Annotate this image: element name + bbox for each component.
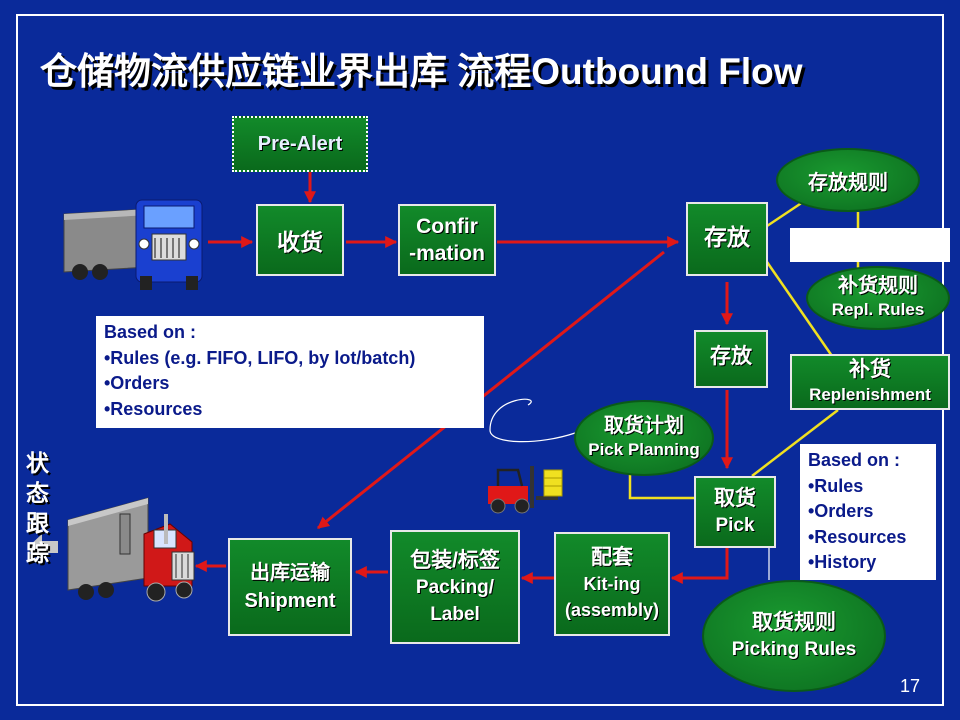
- forklift-icon: [488, 466, 563, 514]
- node-replenishment-line-1: 补货: [849, 358, 891, 381]
- note-left-based-on: Based on : •Rules (e.g. FIFO, LIFO, by l…: [96, 316, 484, 428]
- note-left-line-1: Based on :: [104, 322, 197, 342]
- node-putaway-mid-label: 存放: [710, 345, 752, 368]
- connector-putaway-rules: [766, 198, 807, 228]
- node-packing-line-1: 包装/标签: [410, 548, 500, 572]
- node-kitting: 配套 Kit-ing (assembly): [554, 532, 670, 636]
- node-confirmation-line-2: -mation: [409, 242, 485, 265]
- status-tracking-label: 状 态 跟 踪: [26, 448, 90, 568]
- node-replenishment-line-2: Replenishment: [809, 385, 931, 404]
- status-tracking-line-1: 状 态: [26, 450, 55, 506]
- node-pre-alert-label: Pre-Alert: [257, 132, 343, 155]
- note-right-line-5: •History: [808, 552, 877, 572]
- connector-repl-pick: [751, 409, 839, 477]
- oval-pick-planning-line-1: 取货计划: [604, 415, 684, 437]
- inbound-truck-icon: [63, 199, 203, 290]
- connector-replenishment-line: [765, 261, 834, 357]
- page-number: 17: [899, 676, 920, 696]
- node-shipment-line-2: Shipment: [244, 590, 336, 612]
- status-arrow-icon: [28, 534, 58, 560]
- connector-pick-planning: [628, 474, 695, 500]
- note-left-line-3: •Orders: [104, 373, 170, 393]
- node-putaway-mid: 存放: [694, 330, 768, 388]
- oval-repl-rules-line-1: 补货规则: [838, 275, 918, 297]
- arrow-diagonal-cross-dock: [317, 250, 665, 530]
- oval-repl-rules: 补货规则 Repl. Rules: [806, 266, 950, 330]
- oval-picking-rules-line-2: Picking Rules: [731, 639, 857, 660]
- node-packing: 包装/标签 Packing/ Label: [390, 530, 520, 644]
- oval-repl-rules-line-2: Repl. Rules: [831, 300, 925, 319]
- node-replenishment: 补货 Replenishment: [790, 354, 950, 410]
- node-shipment: 出库运输 Shipment: [228, 538, 352, 636]
- node-putaway-top: 存放: [686, 202, 768, 276]
- node-kitting-line-2: Kit-ing: [583, 574, 641, 594]
- node-confirmation: Confir -mation: [398, 204, 496, 276]
- status-tracking-line-2: 跟 踪: [26, 510, 55, 566]
- node-pick-line-2: Pick: [715, 515, 755, 536]
- connector-note-curve: [489, 398, 576, 443]
- note-left-line-2: •Rules (e.g. FIFO, LIFO, by lot/batch): [104, 347, 416, 368]
- note-right-line-2: •Rules: [808, 475, 864, 496]
- page-title: 仓储物流供应链业界出库 流程Outbound Flow: [40, 51, 803, 92]
- node-receiving: 收货: [256, 204, 344, 276]
- note-right-line-1: Based on :: [808, 450, 901, 470]
- note-right-based-on: Based on : •Rules •Orders •Resources •Hi…: [800, 444, 936, 580]
- node-packing-line-2: Packing/: [415, 576, 495, 598]
- node-kitting-line-3: (assembly): [564, 600, 660, 620]
- node-putaway-top-label: 存放: [704, 224, 750, 250]
- oval-picking-rules-line-1: 取货规则: [752, 611, 836, 634]
- note-right-line-4: •Resources: [808, 526, 907, 547]
- oval-pick-planning: 取货计划 Pick Planning: [574, 400, 714, 476]
- note-right-line-3: •Orders: [808, 501, 874, 521]
- node-kitting-line-1: 配套: [591, 546, 633, 569]
- node-receiving-label: 收货: [277, 229, 323, 255]
- node-pick-line-1: 取货: [714, 487, 756, 510]
- node-pick: 取货 Pick: [694, 476, 776, 548]
- note-left-line-4: •Resources: [104, 398, 203, 419]
- arrow-pick-kitting: [670, 548, 729, 584]
- node-shipment-line-1: 出库运输: [250, 562, 330, 584]
- oval-picking-rules: 取货规则 Picking Rules: [702, 580, 886, 692]
- oval-pick-planning-line-2: Pick Planning: [588, 440, 700, 459]
- outbound-truck-icon: [67, 497, 195, 602]
- node-confirmation-line-1: Confir: [416, 215, 478, 238]
- blank-label-box: [790, 228, 950, 262]
- node-pre-alert: Pre-Alert: [232, 116, 368, 172]
- oval-putaway-rules-label: 存放规则: [808, 171, 888, 194]
- node-packing-line-3: Label: [430, 603, 480, 625]
- oval-putaway-rules: 存放规则: [776, 148, 920, 212]
